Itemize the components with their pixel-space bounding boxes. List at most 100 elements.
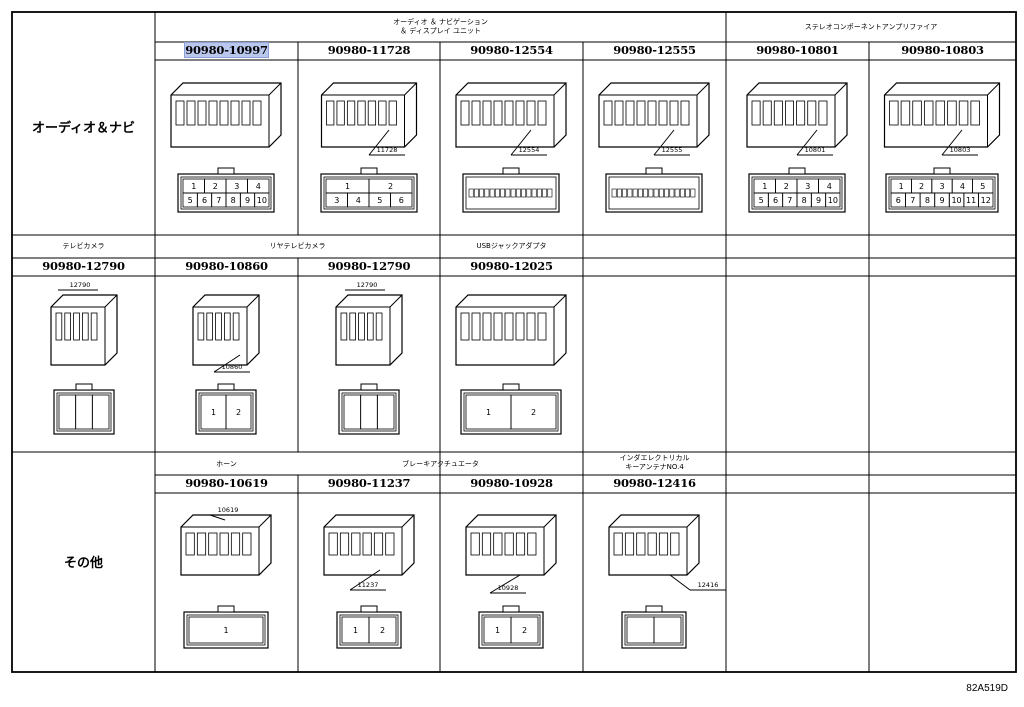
connector-housing-drawing	[192, 294, 260, 366]
part-number-90980-12554[interactable]: 90980-12554	[470, 43, 553, 57]
column-lines	[154, 12, 870, 672]
connector-housing-drawing	[320, 82, 418, 148]
part-number-90980-10801[interactable]: 90980-10801	[756, 43, 839, 57]
svg-text:2: 2	[380, 626, 385, 635]
svg-text:12555: 12555	[662, 146, 683, 154]
side-label-other: その他	[63, 556, 103, 571]
svg-text:4: 4	[960, 182, 965, 191]
connector-housing-drawing	[170, 82, 282, 148]
connector-housing-drawing	[323, 514, 415, 576]
part-callout: 12416	[669, 574, 726, 591]
svg-text:11: 11	[966, 196, 976, 205]
svg-text:11237: 11237	[358, 581, 379, 589]
svg-text:3: 3	[939, 182, 944, 191]
connector-face-drawing: 1	[183, 605, 269, 649]
svg-text:12790: 12790	[357, 281, 378, 289]
svg-text:2: 2	[784, 182, 789, 191]
part-number-90980-12790-rear[interactable]: 90980-12790	[327, 259, 411, 273]
part-number-90980-12555[interactable]: 90980-12555	[613, 43, 696, 57]
part-number-90980-11237[interactable]: 90980-11237	[327, 476, 411, 490]
svg-text:12416: 12416	[698, 581, 719, 589]
svg-text:6: 6	[896, 196, 901, 205]
side-label-audio-navi: オーディオ＆ナビ	[31, 121, 136, 136]
svg-text:6: 6	[399, 196, 404, 205]
svg-text:3: 3	[234, 182, 239, 191]
svg-text:1: 1	[191, 182, 196, 191]
svg-text:7: 7	[910, 196, 915, 205]
part-number-90980-10803[interactable]: 90980-10803	[901, 43, 984, 57]
svg-text:1: 1	[353, 626, 358, 635]
svg-text:1: 1	[345, 182, 350, 191]
svg-text:2: 2	[522, 626, 527, 635]
group-label-horn: ホーン	[216, 460, 237, 468]
part-callout: 10860	[213, 354, 250, 373]
connector-housing-drawing	[455, 82, 567, 148]
connector-housing-drawing	[335, 294, 403, 366]
svg-text:2: 2	[919, 182, 924, 191]
connector-housing-drawing	[598, 82, 710, 148]
svg-text:10801: 10801	[805, 146, 826, 154]
svg-text:8: 8	[925, 196, 930, 205]
group-label-rear-tv-camera: リヤテレビカメラ	[269, 242, 326, 250]
connector-housing-drawing	[608, 514, 700, 576]
svg-text:2: 2	[531, 408, 536, 417]
svg-text:6: 6	[202, 196, 207, 205]
part-number-90980-10860[interactable]: 90980-10860	[185, 259, 268, 273]
part-number-90980-12025[interactable]: 90980-12025	[470, 259, 553, 273]
svg-text:4: 4	[356, 196, 361, 205]
svg-text:5: 5	[188, 196, 193, 205]
svg-text:3: 3	[334, 196, 339, 205]
group-label-key-antenna: インダエレクトリカル キーアンテナNO.4	[619, 454, 690, 472]
group-label-usb-jack-adapter: USBジャックアダプタ	[476, 242, 547, 250]
svg-text:12554: 12554	[519, 146, 540, 154]
svg-text:5: 5	[759, 196, 764, 205]
part-callout: 11728	[368, 129, 405, 156]
svg-text:1: 1	[223, 626, 228, 635]
group-label-brake-actuator: ブレーキアクチュエータ	[402, 460, 479, 468]
connector-housing-drawing	[465, 514, 557, 576]
connector-face-drawing	[53, 383, 115, 435]
connector-face-drawing	[462, 167, 560, 213]
part-number-90980-10997[interactable]: 90980-10997	[184, 42, 269, 58]
svg-text:8: 8	[802, 196, 807, 205]
svg-text:9: 9	[245, 196, 250, 205]
group-label-audio-navi-display: オーディオ ＆ ナビゲーション ＆ ディスプレイ ユニット	[393, 18, 488, 36]
svg-text:9: 9	[816, 196, 821, 205]
svg-text:1: 1	[495, 626, 500, 635]
part-callout: 12555	[653, 129, 690, 156]
connector-housing-drawing	[50, 294, 118, 366]
table-frame	[11, 11, 1017, 673]
part-number-90980-10928[interactable]: 90980-10928	[470, 476, 553, 490]
part-number-90980-11728[interactable]: 90980-11728	[327, 43, 411, 57]
part-number-90980-12416[interactable]: 90980-12416	[613, 476, 696, 490]
part-number-90980-10619[interactable]: 90980-10619	[185, 476, 268, 490]
part-callout: 12554	[510, 129, 547, 156]
connector-housing-drawing	[455, 294, 567, 366]
svg-text:1: 1	[211, 408, 216, 417]
side-label-tv-camera: テレビカメラ	[62, 242, 105, 250]
part-callout: 12790	[58, 281, 98, 291]
svg-text:10: 10	[951, 196, 961, 205]
svg-text:12: 12	[981, 196, 991, 205]
svg-text:7: 7	[787, 196, 792, 205]
diagram-code: 82A519D	[966, 683, 1008, 694]
svg-text:1: 1	[899, 182, 904, 191]
connector-face-drawing	[605, 167, 703, 213]
connector-housing-drawing	[746, 82, 848, 148]
svg-text:7: 7	[216, 196, 221, 205]
part-number-90980-12790-tv[interactable]: 90980-12790	[42, 259, 125, 273]
connector-face-drawing	[621, 605, 687, 649]
svg-text:5: 5	[377, 196, 382, 205]
svg-text:9: 9	[939, 196, 944, 205]
svg-text:1: 1	[486, 408, 491, 417]
svg-text:2: 2	[388, 182, 393, 191]
